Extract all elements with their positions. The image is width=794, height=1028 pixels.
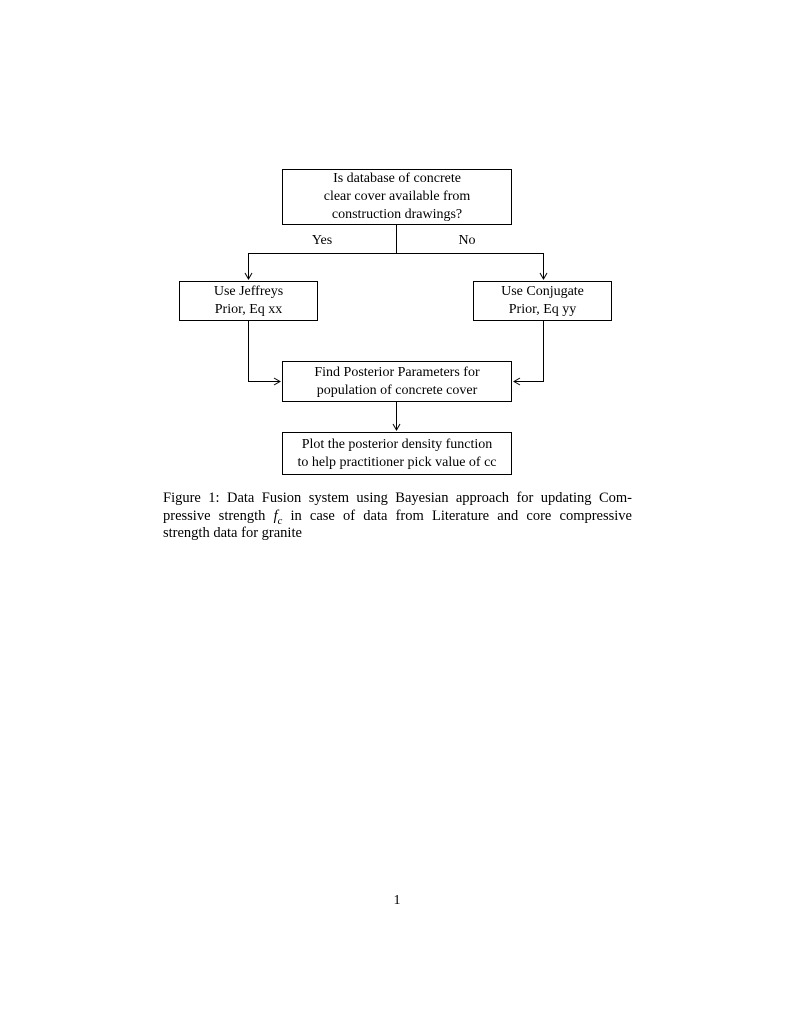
flowchart-box-jeffreys-prior: Use Jeffreys Prior, Eq xx [179, 281, 318, 321]
flowchart-box-question: Is database of concrete clear cover avai… [282, 169, 512, 225]
box-line: clear cover available from [323, 189, 471, 204]
flowchart-box-posterior-parameters: Find Posterior Parameters for population… [282, 361, 512, 402]
caption-line-1: Figure 1: Data Fusion system using Bayes… [163, 490, 632, 506]
branch-label-no: No [458, 233, 476, 248]
caption-text: pressive strength [163, 507, 274, 524]
caption-line-2: pressive strength fc in case of data fro… [163, 507, 632, 527]
box-line: Find Posterior Parameters for [314, 364, 480, 380]
flowchart-box-conjugate-prior: Use Conjugate Prior, Eq yy [473, 281, 612, 321]
box-line: population of concrete cover [316, 382, 478, 398]
branch-label-yes: Yes [311, 233, 333, 248]
box-line: Plot the posterior density function [301, 436, 493, 452]
box-line: Use Conjugate [501, 284, 584, 299]
box-line: construction drawings? [331, 207, 463, 222]
figure-caption: Figure 1: Data Fusion system using Bayes… [163, 490, 632, 543]
box-line: Is database of concrete [333, 171, 461, 186]
box-line: to help practitioner pick value of cc [297, 454, 497, 470]
math-fc-symbol: f [273, 507, 278, 524]
box-line: Prior, Eq xx [214, 302, 283, 317]
math-fc-subscript: c [277, 515, 283, 527]
caption-text: in case of data from Literature and core… [282, 507, 632, 524]
page-number: 1 [393, 893, 401, 908]
caption-line-3: strength data for granite [163, 525, 302, 541]
box-line: Prior, Eq yy [508, 302, 577, 317]
flowchart-box-plot-density: Plot the posterior density function to h… [282, 432, 512, 475]
box-line: Use Jeffreys [213, 284, 284, 299]
